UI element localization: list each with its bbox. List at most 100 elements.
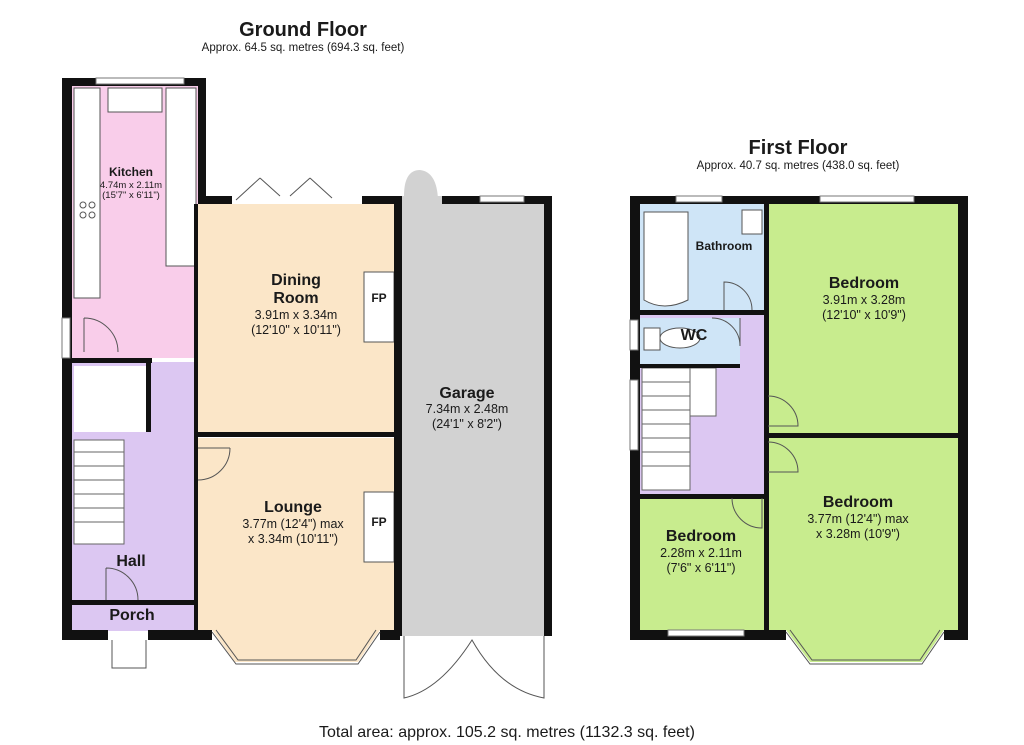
wall <box>62 358 152 363</box>
kitchen-label: Kitchen <box>109 165 153 179</box>
lounge-fp-label: FP <box>371 515 386 529</box>
first-stairs <box>641 367 717 491</box>
porch-label: Porch <box>109 607 154 624</box>
bedroom-3-dim-1: 2.28m x 2.11m <box>660 546 742 560</box>
bedroom-1-door <box>767 395 799 427</box>
hall-label: Hall <box>116 553 145 570</box>
bedroom-3-floor <box>640 498 764 630</box>
hob-ring-icon <box>79 211 87 219</box>
garage-dim-1: 7.34m x 2.48m <box>426 402 509 416</box>
total-area: Total area: approx. 105.2 sq. metres (11… <box>319 724 695 741</box>
cistern-icon <box>643 327 661 351</box>
lounge-bay-window <box>211 631 381 665</box>
wall <box>764 204 769 630</box>
wall <box>630 196 968 204</box>
bedroom-3-door <box>731 497 763 529</box>
garage-window <box>479 195 525 203</box>
garage-floor <box>400 196 544 636</box>
bedroom-2-label: Bedroom <box>823 494 893 511</box>
wall <box>544 196 552 636</box>
bath-icon <box>643 211 689 307</box>
kitchen-dim-1: 4.74m x 2.11m <box>100 180 162 191</box>
bedroom-1-floor <box>768 204 958 434</box>
wc-label: WC <box>681 327 708 344</box>
wall <box>394 196 402 636</box>
lounge-dim-1: 3.77m (12'4") max <box>242 517 344 531</box>
ground-floor: Ground Floor Approx. 64.5 sq. metres (69… <box>61 19 552 699</box>
bedroom-2-dim-2: x 3.28m (10'9") <box>816 527 900 541</box>
kitchen-window <box>95 77 185 85</box>
wall <box>198 196 232 204</box>
bathroom-label: Bathroom <box>696 239 753 253</box>
hall-door <box>105 567 139 601</box>
ground-floor-title: Ground Floor <box>239 19 367 41</box>
wall <box>146 358 151 432</box>
kitchen-door <box>83 317 119 353</box>
kitchen-dim-2: (15'7" x 6'11") <box>102 190 160 201</box>
dining-label-2: Room <box>273 290 318 307</box>
kitchen-counter-left <box>73 87 101 299</box>
garage-door-top <box>404 170 438 200</box>
garage-label: Garage <box>439 385 494 402</box>
first-floor-area: Approx. 40.7 sq. metres (438.0 sq. feet) <box>697 160 900 172</box>
lounge-door <box>197 447 231 481</box>
dining-fp-label: FP <box>371 291 386 305</box>
bedroom-2-bay-window <box>785 631 945 665</box>
ground-floor-area: Approx. 64.5 sq. metres (694.3 sq. feet) <box>202 42 405 54</box>
bedroom-2-door <box>767 441 799 473</box>
bathroom-window <box>675 195 723 203</box>
bedroom-2-dim-1: 3.77m (12'4") max <box>807 512 909 526</box>
wall <box>62 600 198 605</box>
lounge-label: Lounge <box>264 499 322 516</box>
dining-dim-1: 3.91m x 3.34m <box>255 308 338 322</box>
patio-doors <box>235 177 333 201</box>
lounge-floor <box>198 438 394 630</box>
hall-cupboard <box>74 366 146 432</box>
bedroom-2-floor <box>768 438 958 630</box>
wall <box>194 204 198 638</box>
landing-window <box>629 379 639 451</box>
dining-label-1: Dining <box>271 272 321 289</box>
garage-dim-2: (24'1" x 8'2") <box>432 417 502 431</box>
bedroom-3-label: Bedroom <box>666 528 736 545</box>
lounge-bay-window-inner <box>215 629 377 661</box>
bedroom-3-window <box>667 629 745 637</box>
wall <box>148 630 212 640</box>
front-door <box>111 640 147 669</box>
dining-dim-2: (12'10" x 10'11") <box>251 323 341 337</box>
wall <box>62 630 108 640</box>
wall <box>198 78 206 204</box>
garage-doors <box>403 636 545 699</box>
wall <box>769 433 959 438</box>
wall <box>958 196 968 640</box>
wall <box>640 364 740 368</box>
hob-icon <box>79 201 87 209</box>
first-floor-title: First Floor <box>749 137 848 159</box>
wall <box>944 630 968 640</box>
hob-ring-icon <box>88 211 96 219</box>
bedroom-1-dim-2: (12'10" x 10'9") <box>822 308 906 322</box>
wall <box>362 196 400 204</box>
kitchen-side-window <box>61 317 71 359</box>
bedroom-1-dim-1: 3.91m x 3.28m <box>823 293 906 307</box>
porch-floor <box>72 605 198 631</box>
basin-icon <box>741 209 763 235</box>
bathroom-door <box>723 281 753 311</box>
bedroom-2-bay-inner <box>789 629 941 661</box>
wall <box>640 310 764 315</box>
kitchen-sink <box>107 87 163 113</box>
first-floor: First Floor Approx. 40.7 sq. metres (438… <box>629 137 968 665</box>
wall <box>640 494 764 499</box>
hob-ring-icon <box>88 201 96 209</box>
bedroom-3-dim-2: (7'6" x 6'11") <box>666 561 735 575</box>
bedroom-1-window <box>819 195 915 203</box>
kitchen-counter-island <box>165 87 197 267</box>
bedroom-1-label: Bedroom <box>829 275 899 292</box>
lounge-bay-floor <box>212 630 380 662</box>
lounge-dim-2: x 3.34m (10'11") <box>248 532 338 546</box>
dining-room-floor <box>198 204 394 434</box>
wall <box>198 432 394 437</box>
wc-window <box>629 319 639 351</box>
wc-door <box>711 317 741 347</box>
